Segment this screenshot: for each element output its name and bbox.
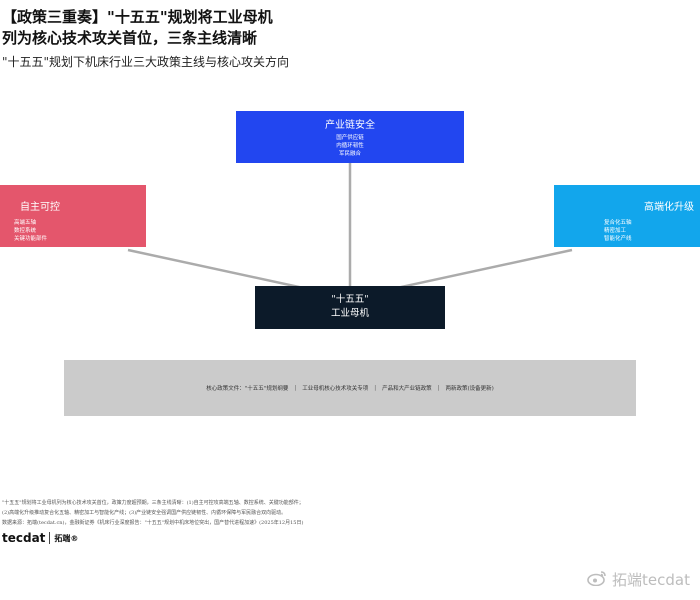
weibo-icon [587, 570, 607, 590]
node-items: 国产供应链 内循环韧性 军民融合 [236, 134, 464, 158]
connector-left [127, 248, 323, 294]
node-item: 智能化产线 [604, 236, 632, 242]
footnote-line: "十五五"规划将工业母机列为核心技术攻关首位，政策力度超预期，三条主线清晰：(1… [2, 500, 304, 506]
node-items: 高端五轴 数控系统 关键功能部件 [14, 219, 146, 243]
weibo-watermark: 拓端tecdat [587, 569, 690, 590]
footnote-line: (2)高端化升级推动复合化五轴、精密加工与智能化产线；(3)产业链安全强调国产供… [2, 510, 287, 516]
node-items: 复合化五轴 精密加工 智能化产线 [554, 219, 700, 243]
node-high-end-upgrade: 高端化升级 复合化五轴 精密加工 智能化产线 [554, 185, 700, 247]
node-item: 国产供应链 [336, 135, 364, 141]
policy-item: 产品和大产业链政策 [382, 386, 432, 392]
logo-divider [49, 532, 51, 544]
center-label-line-1: "十五五" [331, 294, 369, 305]
node-item: 关键功能部件 [14, 236, 48, 242]
node-title: 产业链安全 [325, 120, 375, 131]
node-center-machine-tools: "十五五" 工业母机 [255, 286, 445, 329]
policy-separator: | [437, 385, 440, 391]
node-item: 内循环韧性 [336, 143, 364, 149]
page-title-line-2: 列为核心技术攻关首位，三条主线清晰 [2, 29, 258, 47]
policy-item: 两新政策(设备更新) [445, 386, 494, 392]
connector-right [377, 248, 573, 294]
policy-item: 核心政策文件："十五五"规划纲要 [206, 386, 289, 392]
logo-mark: tecdat [2, 531, 46, 545]
node-title: 自主可控 [20, 202, 60, 213]
watermark-text: 拓端tecdat [612, 571, 690, 589]
node-title: 高端化升级 [644, 202, 694, 213]
page-subtitle: "十五五"规划下机床行业三大政策主线与核心攻关方向 [2, 55, 290, 69]
node-item: 复合化五轴 [604, 220, 632, 226]
node-item: 军民融合 [338, 151, 361, 157]
footnote-source: 数据来源：拓端(tecdat.cn)，金融街证券《机床行业深度报告："十五五"规… [2, 520, 304, 526]
node-item: 精密加工 [604, 228, 627, 234]
policy-separator: | [294, 385, 297, 391]
node-item: 数控系统 [14, 228, 37, 234]
logo-chinese: 拓端® [54, 533, 79, 543]
policy-documents-bar: 核心政策文件："十五五"规划纲要 | 工业母机核心技术攻关专项 | 产品和大产业… [64, 360, 636, 416]
page-title-line-1: 【政策三重奏】"十五五"规划将工业母机 [2, 8, 273, 26]
center-label-line-2: 工业母机 [330, 308, 369, 319]
node-self-reliance: 自主可控 高端五轴 数控系统 关键功能部件 [0, 185, 146, 247]
node-supply-chain-security: 产业链安全 国产供应链 内循环韧性 军民融合 [236, 111, 464, 163]
node-item: 高端五轴 [14, 220, 37, 226]
policy-item: 工业母机核心技术攻关专项 [302, 386, 369, 392]
policy-separator: | [374, 385, 377, 391]
footnote: "十五五"规划将工业母机列为核心技术攻关首位，政策力度超预期，三条主线清晰：(1… [2, 498, 304, 528]
tecdat-logo: tecdat 拓端® [2, 531, 78, 545]
